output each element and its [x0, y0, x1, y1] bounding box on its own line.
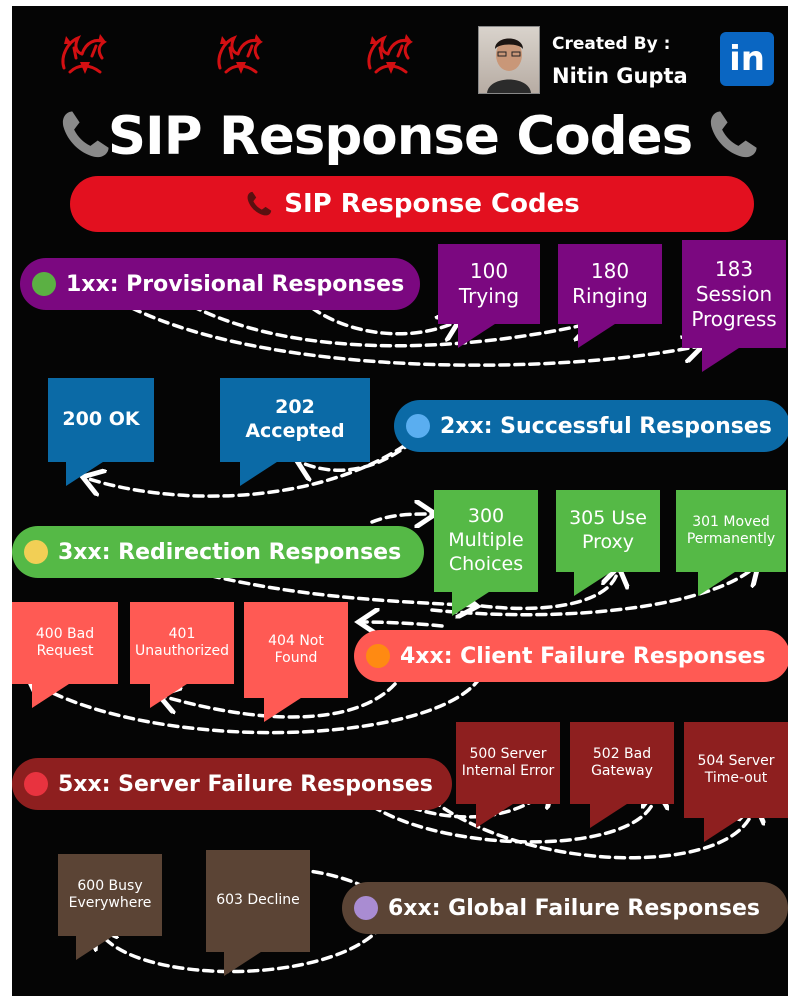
code-box-400: 400 Bad Request — [12, 602, 118, 684]
code-text: 500 Server Internal Error — [461, 745, 555, 780]
code-text: 603 Decline — [216, 892, 300, 909]
phone-icon — [710, 111, 757, 158]
callout-tail — [458, 322, 498, 348]
callout-tail — [240, 460, 280, 486]
code-text: 200 OK — [62, 408, 140, 431]
category-6xx-pill: 6xx: Global Failure Responses — [342, 882, 788, 934]
code-box-401: 401 Unauthorized — [130, 602, 234, 684]
code-box-202: 202 Accepted — [220, 378, 370, 462]
code-text: 400 Bad Request — [35, 625, 95, 660]
infographic-canvas: Created By : Nitin Gupta in SIP Response… — [12, 6, 788, 996]
callout-tail — [66, 460, 106, 486]
title-banner: SIP Response Codes — [70, 176, 754, 232]
code-number: 183 — [714, 256, 754, 281]
banner-label: SIP Response Codes — [284, 189, 580, 219]
code-text: 404 Not Found — [268, 632, 324, 667]
purple-dot-icon — [354, 896, 378, 920]
callout-tail — [224, 950, 264, 976]
code-box-504: 504 Server Time-out — [684, 722, 788, 818]
phone-icon — [247, 191, 272, 216]
blue-dot-icon — [406, 414, 430, 438]
callout-tail — [264, 696, 304, 722]
devil-logo-icon — [61, 34, 107, 74]
code-box-500: 500 Server Internal Error — [456, 722, 560, 804]
code-box-603: 603 Decline — [206, 850, 310, 952]
callout-tail — [574, 570, 614, 596]
category-5xx-label: 5xx: Server Failure Responses — [58, 771, 433, 797]
category-1xx-pill: 1xx: Provisional Responses — [20, 258, 420, 310]
callout-tail — [32, 682, 72, 708]
code-text: 401 Unauthorized — [135, 625, 229, 660]
code-box-502: 502 Bad Gateway — [570, 722, 674, 804]
category-4xx-pill: 4xx: Client Failure Responses — [354, 630, 788, 682]
phone-icon — [62, 111, 109, 158]
callout-tail — [704, 816, 744, 842]
code-text: Accepted — [245, 420, 345, 442]
code-text: Ringing — [572, 284, 648, 308]
code-box-200: 200 OK — [48, 378, 154, 462]
author-label: Created By : — [552, 34, 671, 54]
code-box-600: 600 Busy Everywhere — [58, 854, 162, 936]
category-4xx-label: 4xx: Client Failure Responses — [400, 643, 766, 669]
code-box-180: 180 Ringing — [558, 244, 662, 324]
orange-dot-icon — [366, 644, 390, 668]
code-box-404: 404 Not Found — [244, 602, 348, 698]
code-box-301: 301 Moved Permanently — [676, 490, 786, 572]
code-box-305: 305 Use Proxy — [556, 490, 660, 572]
code-text: Trying — [458, 284, 520, 308]
page-title: SIP Response Codes — [107, 106, 693, 167]
category-1xx-label: 1xx: Provisional Responses — [66, 271, 405, 297]
devil-logo-icon — [217, 34, 263, 74]
category-3xx-label: 3xx: Redirection Responses — [58, 539, 402, 565]
code-number: 180 — [590, 259, 630, 283]
code-box-300: 300 Multiple Choices — [434, 490, 538, 592]
code-text: 301 Moved Permanently — [686, 513, 776, 548]
callout-tail — [476, 802, 516, 828]
category-6xx-label: 6xx: Global Failure Responses — [388, 895, 761, 921]
code-number: 202 — [275, 396, 315, 419]
code-text: 305 Use Proxy — [569, 507, 647, 553]
code-box-100: 100 Trying — [438, 244, 540, 324]
code-text: Multiple Choices — [448, 529, 524, 575]
code-text: 504 Server Time-out — [697, 752, 775, 787]
code-number: 300 — [467, 505, 505, 528]
yellow-dot-icon — [24, 540, 48, 564]
category-2xx-pill: 2xx: Successful Responses — [394, 400, 788, 452]
code-box-183: 183 Session Progress — [682, 240, 786, 348]
category-2xx-label: 2xx: Successful Responses — [440, 413, 772, 439]
code-number: 100 — [469, 259, 509, 283]
callout-tail — [578, 322, 618, 348]
devil-logo-icon — [367, 34, 413, 74]
green-dot-icon — [32, 272, 56, 296]
callout-tail — [150, 682, 190, 708]
connector-arrows — [12, 304, 788, 974]
code-text: 502 Bad Gateway — [591, 745, 653, 780]
category-5xx-pill: 5xx: Server Failure Responses — [12, 758, 452, 810]
author-name: Nitin Gupta — [552, 64, 688, 88]
linkedin-icon[interactable]: in — [720, 32, 774, 86]
callout-tail — [698, 570, 738, 596]
red-dot-icon — [24, 772, 48, 796]
author-avatar — [478, 26, 540, 94]
callout-tail — [702, 346, 742, 372]
callout-tail — [590, 802, 630, 828]
code-text: 600 Busy Everywhere — [68, 877, 152, 912]
callout-tail — [76, 934, 116, 960]
category-3xx-pill: 3xx: Redirection Responses — [12, 526, 424, 578]
code-text: Session Progress — [691, 281, 777, 331]
callout-tail — [452, 590, 492, 616]
